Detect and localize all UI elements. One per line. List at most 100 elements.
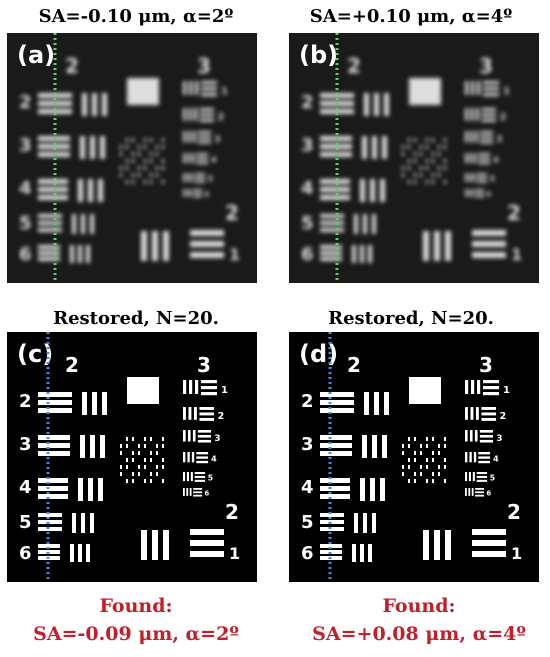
small-row-number: 4	[211, 155, 217, 165]
small-vertical-bars	[193, 108, 197, 121]
tiny-element	[426, 145, 428, 149]
horizontal-bars	[38, 214, 62, 218]
row-number: 6	[19, 244, 32, 265]
tiny-element	[420, 444, 422, 448]
small-row-number: 2	[218, 411, 225, 422]
small-horizontal-bars	[483, 386, 499, 390]
tiny-element	[432, 159, 434, 163]
horizontal-bars	[320, 245, 342, 249]
group-number: 2	[347, 353, 361, 377]
small-vertical-bars	[186, 189, 189, 197]
vertical-bars	[360, 544, 364, 562]
vertical-bars	[100, 435, 105, 458]
vertical-bars	[90, 214, 94, 234]
tiny-element	[438, 145, 440, 149]
small-row-number: 1	[503, 385, 510, 396]
tiny-element	[132, 159, 134, 163]
vertical-bars	[70, 245, 74, 263]
tiny-element	[150, 152, 152, 156]
tiny-element	[426, 465, 428, 469]
small-vertical-bars	[189, 81, 193, 95]
vertical-bars	[368, 245, 372, 263]
small-vertical-bars	[468, 472, 471, 482]
horizontal-bars	[38, 451, 70, 456]
small-horizontal-bars	[201, 87, 217, 91]
tiny-element	[132, 173, 134, 177]
vertical-bars	[90, 136, 95, 159]
small-vertical-bars	[195, 81, 199, 95]
tiny-element	[132, 180, 134, 184]
horizontal-bars	[38, 513, 62, 517]
large-horizontal-bars	[190, 529, 224, 535]
small-vertical-bars	[465, 189, 467, 197]
small-vertical-bars	[183, 472, 186, 482]
small-horizontal-bars	[475, 494, 485, 497]
small-horizontal-bars	[476, 176, 488, 179]
small-horizontal-bars	[476, 472, 488, 475]
horizontal-bars	[38, 443, 70, 448]
tiny-element	[126, 437, 128, 441]
tiny-element	[420, 145, 422, 149]
tiny-element	[162, 465, 164, 469]
row-number: 3	[301, 135, 314, 156]
small-vertical-bars	[477, 81, 481, 95]
tiny-element	[132, 437, 134, 441]
small-vertical-bars	[473, 153, 477, 164]
small-horizontal-bars	[197, 131, 212, 134]
large-horizontal-bars	[190, 230, 224, 236]
small-row-number: 3	[496, 434, 502, 444]
horizontal-bars	[38, 494, 68, 499]
horizontal-bars	[320, 494, 350, 499]
small-vertical-bars	[475, 407, 479, 420]
tiny-element	[138, 152, 140, 156]
vertical-bars	[364, 93, 369, 116]
tiny-element	[444, 444, 446, 448]
tiny-element	[426, 138, 428, 142]
tiny-element	[156, 465, 158, 469]
tiny-element	[144, 479, 146, 483]
small-horizontal-bars	[475, 488, 485, 490]
small-horizontal-bars	[475, 195, 485, 198]
small-vertical-bars	[469, 153, 472, 164]
tiny-element	[408, 479, 410, 483]
tiny-element	[414, 472, 416, 476]
small-vertical-bars	[472, 173, 475, 183]
tiny-element	[162, 458, 164, 462]
small-vertical-bars	[189, 488, 192, 496]
large-vertical-bars	[152, 530, 158, 560]
small-horizontal-bars	[201, 392, 217, 396]
horizontal-bars	[320, 544, 342, 548]
tiny-element	[426, 444, 428, 448]
square-patch	[409, 78, 441, 105]
tiny-element	[162, 479, 164, 483]
tiny-element	[120, 472, 122, 476]
found-d-value: SA=+0.08 μm, α=4º	[312, 623, 526, 645]
small-horizontal-bars	[196, 456, 209, 459]
vertical-bars	[80, 435, 85, 458]
horizontal-bars	[38, 179, 68, 184]
horizontal-bars	[320, 144, 352, 149]
small-vertical-bars	[193, 407, 197, 420]
tiny-element	[408, 437, 410, 441]
tiny-element	[444, 145, 446, 149]
small-horizontal-bars	[196, 161, 209, 165]
small-horizontal-bars	[475, 192, 485, 195]
horizontal-bars	[320, 251, 342, 255]
small-vertical-bars	[187, 430, 191, 442]
tiny-element	[132, 152, 134, 156]
small-horizontal-bars	[478, 460, 491, 464]
small-vertical-bars	[183, 81, 187, 95]
small-vertical-bars	[190, 472, 193, 482]
small-vertical-bars	[465, 380, 469, 394]
horizontal-bars	[38, 392, 72, 397]
group-number: 3	[197, 54, 211, 78]
large-horizontal-bars	[472, 540, 506, 546]
vertical-bars	[354, 513, 358, 533]
large-horizontal-bars	[472, 551, 506, 557]
small-horizontal-bars	[193, 189, 203, 191]
small-row-number: 3	[214, 434, 220, 444]
small-vertical-bars	[470, 407, 474, 420]
tiny-element	[420, 166, 422, 170]
small-vertical-bars	[188, 407, 192, 420]
